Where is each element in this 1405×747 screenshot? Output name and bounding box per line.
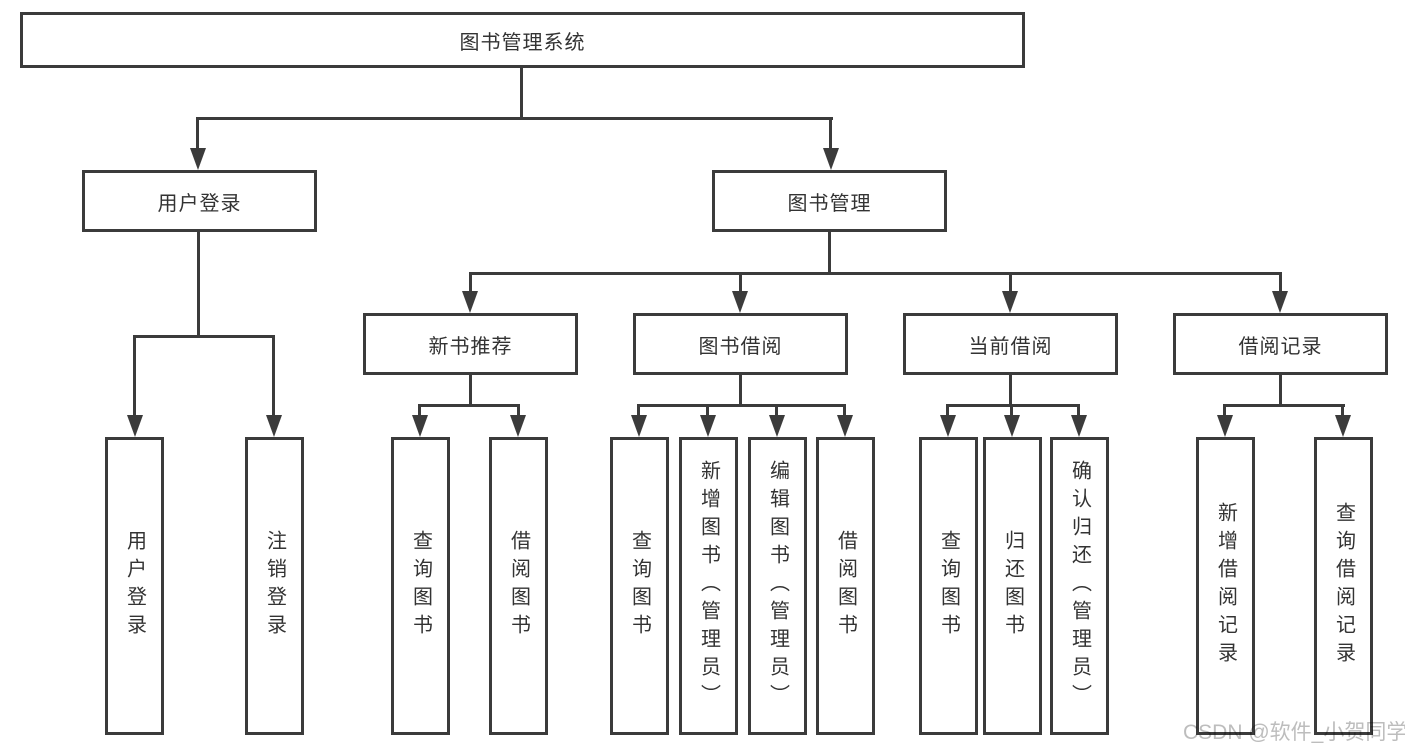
node-user-login: 用户登录: [82, 170, 317, 232]
connector-line: [1341, 404, 1344, 416]
leaf-borrow-books-recommend: 借阅图书: [489, 437, 548, 735]
leaf-search-books-current: 查询图书: [919, 437, 978, 735]
leaf-label: 确认归还（管理员）: [1068, 460, 1091, 712]
connector-line: [739, 272, 742, 292]
arrowhead-down-icon: [1217, 415, 1233, 437]
leaf-label: 编辑图书（管理员）: [766, 460, 789, 712]
connector-line: [637, 404, 640, 416]
connector-line: [520, 68, 523, 119]
connector-line: [1279, 272, 1282, 292]
connector-line: [1009, 272, 1012, 292]
connector-line: [843, 404, 846, 416]
connector-line: [196, 117, 199, 150]
leaf-confirm-return-admin: 确认归还（管理员）: [1050, 437, 1109, 735]
connector-line: [196, 117, 833, 120]
connector-line: [739, 375, 742, 406]
arrowhead-down-icon: [127, 415, 143, 437]
leaf-label: 查询图书: [628, 530, 651, 642]
leaf-label: 查询借阅记录: [1332, 502, 1355, 670]
connector-line: [1077, 404, 1080, 416]
arrowhead-down-icon: [769, 415, 785, 437]
connector-line: [133, 335, 136, 415]
connector-line: [133, 335, 275, 338]
connector-line: [517, 404, 520, 416]
connector-line: [272, 335, 275, 415]
leaf-logout: 注销登录: [245, 437, 304, 735]
connector-line: [829, 117, 832, 150]
leaf-user-login: 用户登录: [105, 437, 164, 735]
arrowhead-down-icon: [510, 415, 526, 437]
leaf-label: 新增图书（管理员）: [697, 460, 720, 712]
leaf-label: 新增借阅记录: [1214, 502, 1237, 670]
node-book-management: 图书管理: [712, 170, 947, 232]
connector-line: [469, 272, 1282, 275]
connector-line: [1279, 375, 1282, 406]
arrowhead-down-icon: [190, 148, 206, 170]
leaf-label: 归还图书: [1001, 530, 1024, 642]
connector-line: [1009, 375, 1012, 406]
arrowhead-down-icon: [631, 415, 647, 437]
connector-line: [946, 404, 949, 416]
node-library-management-system: 图书管理系统: [20, 12, 1025, 68]
leaf-search-books-borrowing: 查询图书: [610, 437, 669, 735]
arrowhead-down-icon: [1335, 415, 1351, 437]
csdn-watermark: CSDN @软件_小贺同学: [1183, 721, 1405, 744]
leaf-borrow-books: 借阅图书: [816, 437, 875, 735]
connector-line: [418, 404, 421, 416]
arrowhead-down-icon: [1002, 291, 1018, 313]
arrowhead-down-icon: [1071, 415, 1087, 437]
node-current-borrowing: 当前借阅: [903, 313, 1118, 375]
connector-line: [775, 404, 778, 416]
node-new-book-recommendation: 新书推荐: [363, 313, 578, 375]
connector-line: [1223, 404, 1345, 407]
connector-line: [828, 232, 831, 274]
leaf-edit-book-admin: 编辑图书（管理员）: [748, 437, 807, 735]
node-book-borrowing: 图书借阅: [633, 313, 848, 375]
arrowhead-down-icon: [266, 415, 282, 437]
leaf-search-borrow-record: 查询借阅记录: [1314, 437, 1373, 735]
leaf-return-books: 归还图书: [983, 437, 1042, 735]
leaf-add-borrow-record: 新增借阅记录: [1196, 437, 1255, 735]
arrowhead-down-icon: [462, 291, 478, 313]
leaf-search-books-recommend: 查询图书: [391, 437, 450, 735]
arrowhead-down-icon: [1272, 291, 1288, 313]
leaf-label: 用户登录: [123, 530, 146, 642]
connector-line: [946, 404, 1080, 407]
arrowhead-down-icon: [732, 291, 748, 313]
leaf-add-book-admin: 新增图书（管理员）: [679, 437, 738, 735]
arrowhead-down-icon: [412, 415, 428, 437]
connector-line: [706, 404, 709, 416]
leaf-label: 注销登录: [263, 530, 286, 642]
connector-line: [637, 404, 846, 407]
leaf-label: 查询图书: [937, 530, 960, 642]
leaf-label: 借阅图书: [834, 530, 857, 642]
connector-line: [469, 375, 472, 406]
connector-line: [418, 404, 520, 407]
connector-line: [469, 272, 472, 292]
leaf-label: 查询图书: [409, 530, 432, 642]
connector-line: [197, 232, 200, 337]
arrowhead-down-icon: [1004, 415, 1020, 437]
arrowhead-down-icon: [700, 415, 716, 437]
arrowhead-down-icon: [940, 415, 956, 437]
leaf-label: 借阅图书: [507, 530, 530, 642]
arrowhead-down-icon: [837, 415, 853, 437]
arrowhead-down-icon: [823, 148, 839, 170]
connector-line: [1223, 404, 1226, 416]
connector-line: [1010, 404, 1013, 416]
node-borrowing-records: 借阅记录: [1173, 313, 1388, 375]
